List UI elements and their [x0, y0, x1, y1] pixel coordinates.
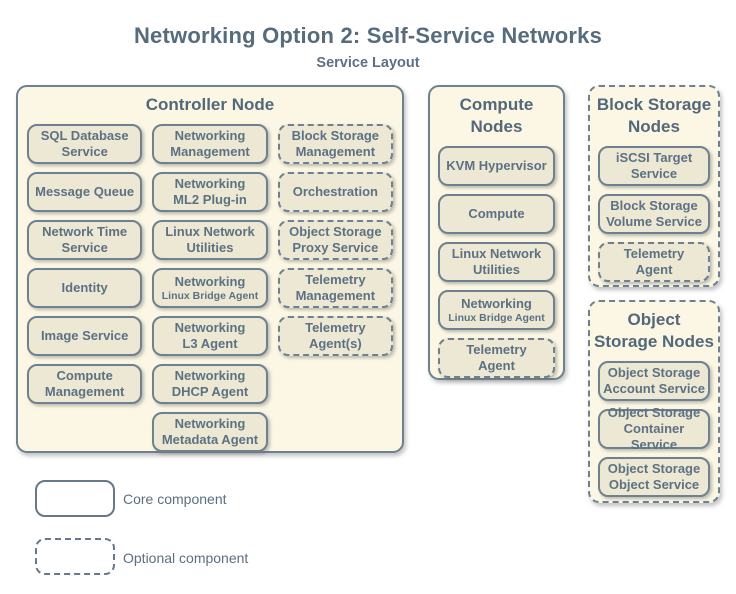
service-image-service: Image Service — [27, 316, 143, 357]
service-label: Identity — [61, 280, 108, 296]
service-block-storage-volume: Block Storage Volume Service — [598, 194, 710, 235]
service-label: Object Storage Account Service — [603, 365, 705, 397]
legend-core-label: Core component — [123, 491, 227, 507]
service-label: Compute — [468, 206, 525, 222]
object-storage-nodes-container: Object Storage Nodes Object Storage Acco… — [588, 300, 720, 503]
block-storage-nodes-container: Block Storage Nodes iSCSI Target Service… — [588, 85, 720, 287]
service-label: Telemetry Management — [295, 272, 376, 304]
controller-column-3: Block Storage Management Orchestration O… — [277, 124, 393, 452]
service-label: Network Time Service — [42, 224, 128, 256]
service-label: Object Storage Object Service — [607, 461, 701, 493]
service-object-storage-container: Object Storage Container Service — [598, 405, 710, 452]
service-networking-ml2-plugin: Networking ML2 Plug-in — [152, 172, 268, 213]
object-storage-stack: Object Storage Account Service Object St… — [590, 353, 718, 498]
service-object-storage-account: Object Storage Account Service — [598, 361, 710, 402]
legend-optional-label: Optional component — [123, 550, 249, 566]
service-linux-network-utilities: Linux Network Utilities — [152, 220, 268, 261]
service-label: Compute Management — [44, 368, 125, 400]
service-compute-management: Compute Management — [27, 364, 143, 405]
legend-optional-shape — [35, 538, 115, 575]
block-storage-stack: iSCSI Target Service Block Storage Volum… — [590, 138, 718, 283]
service-compute: Compute — [438, 194, 555, 235]
service-label: Telemetry Agent — [466, 342, 527, 374]
service-object-storage-object: Object Storage Object Service — [598, 457, 710, 498]
service-networking-management: Networking Management — [152, 124, 268, 165]
service-iscsi-target: iSCSI Target Service — [598, 146, 710, 187]
service-label: Telemetry Agent — [623, 246, 685, 278]
service-label: iSCSI Target Service — [615, 150, 693, 182]
service-label: Networking Metadata Agent — [161, 416, 259, 448]
service-label: Message Queue — [35, 184, 135, 200]
service-label: Telemetry Agent(s) — [305, 320, 366, 352]
service-label: Block Storage Management — [291, 128, 380, 160]
service-label: SQL Database Service — [40, 128, 129, 160]
service-sublabel: Linux Bridge Agent — [448, 311, 545, 324]
service-label: Image Service — [40, 328, 129, 344]
service-label: Networking — [174, 273, 246, 289]
service-label: Networking Management — [170, 128, 250, 160]
service-network-time: Network Time Service — [27, 220, 143, 261]
service-label: Networking L3 Agent — [174, 320, 246, 352]
service-networking-l3-agent: Networking L3 Agent — [152, 316, 268, 357]
controller-node-container: Controller Node SQL Database Service Mes… — [16, 85, 404, 453]
compute-nodes-container: Compute Nodes KVM Hypervisor Compute Lin… — [428, 85, 565, 380]
block-storage-nodes-header: Block Storage Nodes — [596, 95, 712, 137]
service-kvm-hypervisor: KVM Hypervisor — [438, 146, 555, 187]
service-label: Object Storage Container Service — [607, 405, 701, 453]
service-label: Linux Network Utilities — [165, 224, 255, 256]
service-label: Linux Network Utilities — [451, 246, 542, 278]
service-linux-network-utilities: Linux Network Utilities — [438, 242, 555, 283]
service-label: KVM Hypervisor — [446, 158, 547, 174]
controller-column-2: Networking Management Networking ML2 Plu… — [152, 124, 268, 453]
service-telemetry-agent: Telemetry Agent — [598, 242, 710, 283]
legend-core-shape — [35, 480, 115, 517]
service-sublabel: Linux Bridge Agent — [161, 289, 259, 302]
service-telemetry-agent: Telemetry Agent — [438, 338, 555, 379]
service-label: Networking DHCP Agent — [171, 368, 249, 400]
service-networking-metadata-agent: Networking Metadata Agent — [152, 412, 268, 453]
diagram-title: Networking Option 2: Self-Service Networ… — [133, 23, 603, 48]
compute-nodes-header: Compute Nodes — [459, 95, 534, 137]
controller-column-1: SQL Database Service Message Queue Netwo… — [27, 124, 143, 452]
service-message-queue: Message Queue — [27, 172, 143, 213]
service-networking-linux-bridge-agent: Networking Linux Bridge Agent — [152, 268, 268, 309]
service-label: Networking ML2 Plug-in — [173, 176, 247, 208]
compute-nodes-stack: KVM Hypervisor Compute Linux Network Uti… — [430, 138, 563, 379]
service-identity: Identity — [27, 268, 143, 309]
object-storage-nodes-header: Object Storage Nodes — [594, 310, 714, 352]
service-label: Object Storage Proxy Service — [289, 224, 382, 256]
service-networking-dhcp-agent: Networking DHCP Agent — [152, 364, 268, 405]
service-label: Networking — [461, 295, 532, 311]
controller-node-columns: SQL Database Service Message Queue Netwo… — [18, 116, 402, 453]
service-block-storage-management: Block Storage Management — [277, 124, 393, 165]
controller-node-header: Controller Node — [145, 95, 275, 114]
service-telemetry-agents: Telemetry Agent(s) — [277, 316, 393, 357]
diagram-subtitle: Service Layout — [316, 55, 420, 71]
service-label: Block Storage Volume Service — [606, 198, 702, 230]
service-telemetry-management: Telemetry Management — [277, 268, 393, 309]
service-sql-database: SQL Database Service — [27, 124, 143, 165]
service-orchestration: Orchestration — [277, 172, 393, 213]
service-object-storage-proxy: Object Storage Proxy Service — [277, 220, 393, 261]
service-networking-linux-bridge-agent: Networking Linux Bridge Agent — [438, 290, 555, 331]
service-label: Orchestration — [292, 184, 378, 200]
